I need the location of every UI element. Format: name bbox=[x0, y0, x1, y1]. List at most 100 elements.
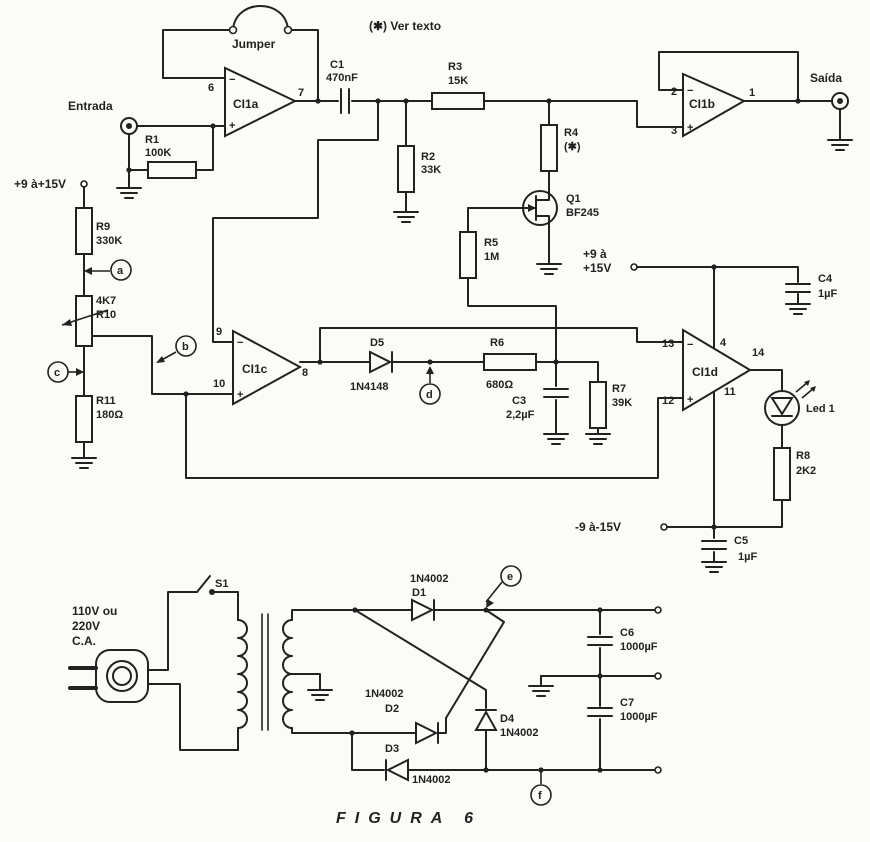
pin-number: 4 bbox=[720, 337, 727, 349]
r9-name: R9 bbox=[96, 221, 110, 233]
entrada-label: Entrada bbox=[68, 99, 113, 113]
opamp-ci1b-label: CI1b bbox=[689, 97, 715, 111]
test-point-e-label: e bbox=[507, 571, 513, 583]
capacitor-c4: C4 1µF bbox=[785, 273, 837, 300]
saida-label: Saída bbox=[810, 71, 842, 85]
d2-value: 1N4002 bbox=[365, 688, 404, 700]
r5-value: 1M bbox=[484, 251, 499, 263]
c4-name: C4 bbox=[818, 273, 833, 285]
capacitor-c3: C3 2,2µF bbox=[506, 388, 569, 421]
pin-number: 10 bbox=[213, 378, 225, 390]
pin-sign: − bbox=[229, 74, 235, 86]
c4-value: 1µF bbox=[818, 288, 837, 300]
diode-d2: 1N4002 D2 bbox=[365, 688, 439, 745]
c5-value: 1µF bbox=[738, 551, 757, 563]
capacitor-c6: C6 1000µF bbox=[587, 627, 658, 653]
pin-number: 6 bbox=[208, 82, 214, 94]
opamp-ci1a: CI1a − + 6 7 bbox=[208, 66, 304, 138]
resistor-r4 bbox=[540, 124, 558, 172]
q1-name: Q1 bbox=[566, 193, 581, 205]
r1-name: R1 bbox=[145, 134, 159, 146]
resistor-r6 bbox=[483, 353, 537, 371]
r11-name: R11 bbox=[96, 395, 116, 407]
pin-sign: + bbox=[229, 120, 235, 132]
diode-d1: 1N4002 D1 bbox=[410, 573, 449, 622]
test-point-e bbox=[500, 565, 522, 587]
input-jack: Entrada bbox=[68, 99, 138, 135]
diode-d4: D4 1N4002 bbox=[474, 709, 539, 739]
pin-number: 9 bbox=[216, 326, 222, 338]
test-point-a-label: a bbox=[117, 265, 124, 277]
resistor-r7 bbox=[589, 381, 607, 429]
r2-value: 33K bbox=[421, 164, 441, 176]
s1-name: S1 bbox=[215, 578, 228, 590]
r4-name: R4 bbox=[564, 127, 579, 139]
supply-pos-top-label: +9 à+15V bbox=[14, 177, 66, 191]
r9-value: 330K bbox=[96, 235, 122, 247]
r2-name: R2 bbox=[421, 151, 435, 163]
c7-value: 1000µF bbox=[620, 711, 658, 723]
pin-sign: − bbox=[687, 339, 693, 351]
d3-value: 1N4002 bbox=[412, 774, 451, 786]
switch-s1: S1 bbox=[196, 575, 228, 595]
resistor-r3 bbox=[431, 92, 485, 110]
pin-sign: + bbox=[687, 122, 693, 134]
pin-number: 14 bbox=[752, 347, 765, 359]
pin-sign: − bbox=[237, 337, 243, 349]
pin-sign: − bbox=[687, 85, 693, 97]
opamp-ci1d: CI1d − + 13 12 14 4 11 bbox=[662, 328, 765, 412]
test-point-d bbox=[419, 383, 441, 405]
r7-name: R7 bbox=[612, 383, 626, 395]
supply-pos-b: +15V bbox=[583, 261, 611, 275]
c6-name: C6 bbox=[620, 627, 634, 639]
pin-number: 11 bbox=[724, 386, 736, 398]
r11-value: 180Ω bbox=[96, 409, 123, 421]
test-point-b-label: b bbox=[182, 341, 189, 353]
c1-name: C1 bbox=[330, 59, 344, 71]
capacitor-c5: C5 1µF bbox=[701, 535, 757, 563]
d4-value: 1N4002 bbox=[500, 727, 539, 739]
r8-name: R8 bbox=[796, 450, 810, 462]
diode-d3: D3 1N4002 bbox=[385, 743, 451, 786]
c5-name: C5 bbox=[734, 535, 748, 547]
jumper: Jumper bbox=[228, 5, 293, 51]
pin-number: 3 bbox=[671, 125, 677, 137]
test-point-b bbox=[175, 335, 197, 357]
pin-number: 13 bbox=[662, 338, 674, 350]
potentiometer-r10 bbox=[75, 295, 93, 347]
r4-value: (✱) bbox=[564, 141, 581, 153]
resistor-r2 bbox=[397, 145, 415, 193]
diode-d5: D5 1N4148 bbox=[350, 337, 393, 393]
pin-number: 2 bbox=[671, 86, 677, 98]
test-point-f bbox=[530, 784, 552, 806]
resistor-r11 bbox=[75, 395, 93, 443]
supply-pos-a: +9 à bbox=[583, 247, 607, 261]
pin-number: 7 bbox=[298, 87, 304, 99]
note-text: (✱) Ver texto bbox=[369, 19, 441, 33]
d1-name: D1 bbox=[412, 587, 426, 599]
supply-neg-label: -9 à-15V bbox=[575, 520, 621, 534]
r5-name: R5 bbox=[484, 237, 498, 249]
opamp-ci1b: CI1b − + 2 1 3 bbox=[671, 72, 755, 138]
d2-name: D2 bbox=[385, 703, 399, 715]
d1-value: 1N4002 bbox=[410, 573, 449, 585]
resistor-r8 bbox=[773, 447, 791, 501]
r7-value: 39K bbox=[612, 397, 632, 409]
r1-value: 100K bbox=[145, 147, 171, 159]
c1-value: 470nF bbox=[326, 72, 358, 84]
mains-label-c: C.A. bbox=[72, 634, 96, 648]
r10-value: 4K7 bbox=[96, 295, 116, 307]
mains-label-a: 110V ou bbox=[72, 604, 117, 618]
d5-name: D5 bbox=[370, 337, 384, 349]
c6-value: 1000µF bbox=[620, 641, 658, 653]
d4-name: D4 bbox=[500, 713, 515, 725]
d5-value: 1N4148 bbox=[350, 381, 389, 393]
r10-name: R10 bbox=[96, 309, 116, 321]
led-1: Led 1 bbox=[764, 380, 835, 426]
test-point-f-label: f bbox=[538, 790, 542, 802]
test-point-d-label: d bbox=[426, 389, 433, 401]
resistor-r5 bbox=[459, 231, 477, 279]
pin-number: 12 bbox=[662, 395, 674, 407]
